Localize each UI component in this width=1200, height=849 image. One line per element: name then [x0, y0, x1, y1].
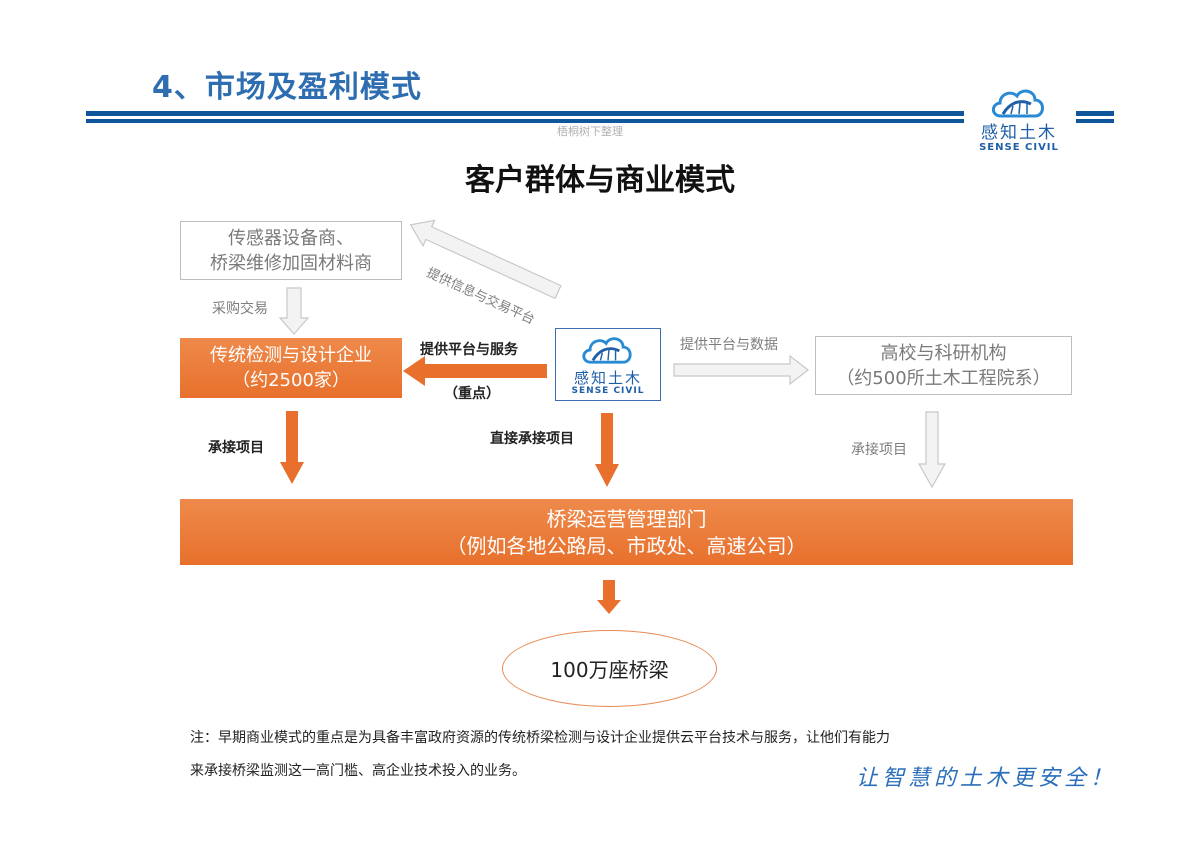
edge-label-platform-data: 提供平台与数据 — [680, 337, 778, 353]
cloud-bridge-icon — [991, 89, 1044, 118]
node-mgmt-line1: 桥梁运营管理部门 — [546, 507, 707, 531]
header-rule-right-top — [1076, 111, 1114, 116]
node-sense-civil: 感知土木 SENSE CIVIL — [555, 328, 661, 401]
logo-text-en: SENSE CIVIL — [979, 142, 1059, 153]
arrow-center-to-universities — [673, 354, 809, 386]
edge-label-undertake-1: 承接项目 — [208, 440, 264, 456]
edge-label-procurement: 采购交易 — [212, 301, 268, 317]
edge-label-focus: （重点） — [444, 386, 500, 402]
arrow-center-to-mgmt — [595, 413, 619, 487]
section-title: 4、市场及盈利模式 — [152, 70, 422, 105]
node-suppliers-line1: 传感器设备商、 — [228, 228, 354, 249]
node-traditional-line2: （约2500家） — [232, 370, 350, 391]
node-universities-line2: （约500所土木工程院系） — [836, 368, 1051, 389]
logo-text-cn: 感知土木 — [981, 123, 1057, 143]
arrow-universities-to-mgmt — [917, 411, 947, 489]
node-bridges: 100万座桥梁 — [502, 630, 717, 707]
edge-label-undertake-2: 承接项目 — [851, 442, 907, 458]
footnote-line1: 注：早期商业模式的重点是为具备丰富政府资源的传统桥梁检测与设计企业提供云平台技术… — [190, 730, 890, 746]
node-suppliers-line2: 桥梁维修加固材料商 — [210, 253, 372, 274]
arrow-suppliers-to-traditional — [278, 287, 310, 335]
edge-label-platform-service: 提供平台与服务 — [420, 342, 518, 358]
node-traditional-line1: 传统检测与设计企业 — [210, 345, 372, 366]
arrow-center-to-suppliers — [409, 219, 562, 300]
header-rule-right-bottom — [1076, 119, 1114, 123]
node-bridges-label: 100万座桥梁 — [550, 658, 669, 682]
header-rule-top — [86, 111, 966, 116]
cloud-bridge-icon — [582, 337, 632, 364]
node-universities-line1: 高校与科研机构 — [880, 343, 1007, 364]
brand-logo: 感知土木 SENSE CIVIL — [964, 82, 1074, 154]
center-logo-en: SENSE CIVIL — [571, 386, 645, 396]
node-suppliers: 传感器设备商、 桥梁维修加固材料商 — [180, 221, 402, 280]
watermark: 梧桐树下整理 — [557, 125, 623, 138]
arrow-traditional-to-mgmt — [280, 411, 304, 484]
footnote: 注：早期商业模式的重点是为具备丰富政府资源的传统桥梁检测与设计企业提供云平台技术… — [190, 722, 1070, 788]
node-bridge-management: 桥梁运营管理部门 （例如各地公路局、市政处、高速公司） — [180, 499, 1073, 565]
center-logo-cn: 感知土木 — [573, 369, 642, 387]
slogan: 让智慧的土木更安全！ — [856, 766, 1117, 791]
edge-label-direct-undertake: 直接承接项目 — [490, 431, 574, 447]
diagram-title: 客户群体与商业模式 — [465, 163, 735, 198]
node-traditional-firms: 传统检测与设计企业 （约2500家） — [180, 338, 402, 398]
node-mgmt-line2: （例如各地公路局、市政处、高速公司） — [446, 534, 807, 558]
header-rule-bottom — [86, 119, 966, 123]
node-universities: 高校与科研机构 （约500所土木工程院系） — [815, 336, 1072, 395]
arrow-center-to-traditional — [403, 356, 547, 386]
footnote-line2: 来承接桥梁监测这一高门槛、高企业技术投入的业务。 — [190, 763, 526, 779]
arrow-mgmt-to-bridges — [597, 580, 621, 614]
